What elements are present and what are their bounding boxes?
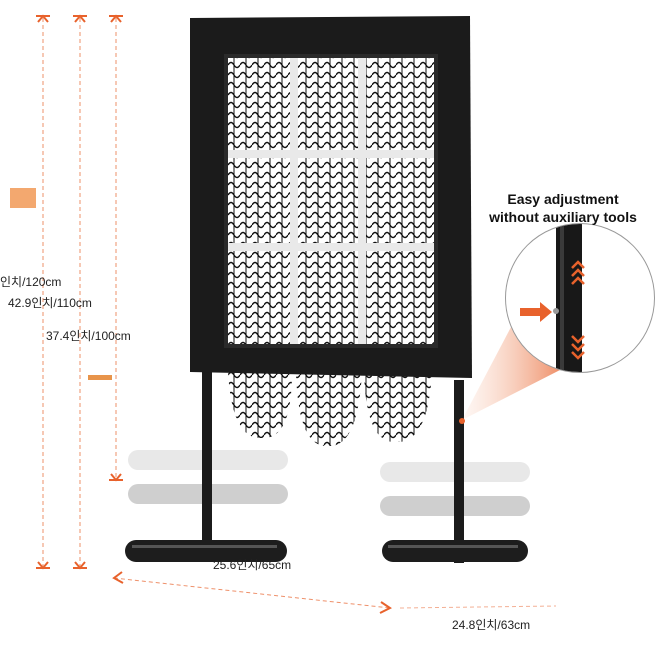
net-pockets: [228, 372, 432, 447]
height-min-label: 37.4인치/100cm: [46, 329, 131, 343]
net-frame: [190, 16, 472, 378]
width-label: 25.6인치/65cm: [213, 558, 292, 572]
adjustment-detail-zoom: [505, 223, 655, 373]
height-max-label: 인치/120cm: [0, 275, 62, 289]
stand-legs: [125, 368, 528, 563]
height-dimension-lines: [10, 14, 123, 570]
arrow-up-icon: [571, 260, 585, 285]
callout-line-2: without auxiliary tools: [489, 209, 637, 225]
callout-line-1: Easy adjustment: [507, 191, 619, 207]
arrow-right-icon: [520, 302, 552, 322]
arrow-down-icon: [571, 335, 585, 360]
depth-label: 24.8인치/63cm: [452, 618, 531, 632]
callout-title: Easy adjustment without auxiliary tools: [470, 190, 656, 226]
height-mid-label: 42.9인치/110cm: [8, 296, 92, 310]
adjustment-ghost-bars: [128, 450, 530, 516]
width-dimension-line: [112, 571, 557, 614]
